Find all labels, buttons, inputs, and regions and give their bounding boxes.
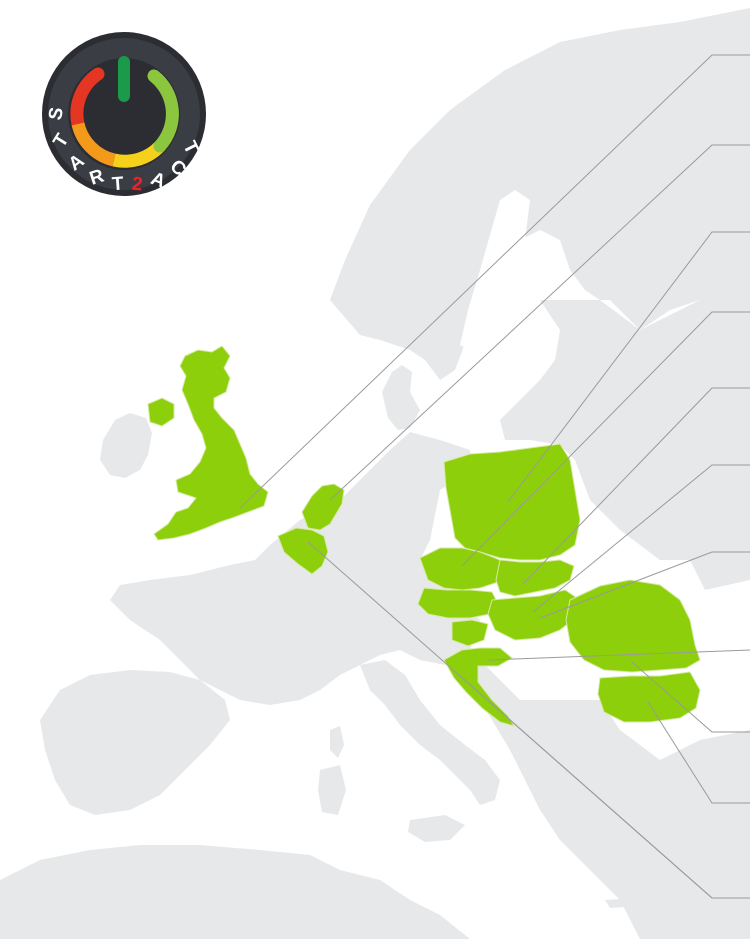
- land-eastern-europe: [500, 300, 750, 590]
- land-anatolia: [655, 770, 750, 939]
- sea-cutouts: [240, 190, 750, 755]
- leader-line-slovakia: [522, 387, 750, 585]
- logo-power-stem: [118, 56, 130, 102]
- land-denmark: [382, 365, 420, 430]
- land-scandinavia: [330, 8, 750, 380]
- country-bulgaria: [597, 671, 701, 723]
- baltic-sea: [420, 330, 535, 440]
- country-austria: [417, 587, 499, 619]
- land-iberia: [40, 670, 230, 815]
- logo-arc-green: [147, 69, 179, 153]
- country-romania: [565, 579, 701, 673]
- land-ireland: [100, 413, 152, 478]
- leader-line-austria: [532, 464, 750, 613]
- highlighted-countries: [147, 345, 701, 727]
- leader-line-slovenia: [487, 649, 750, 661]
- leader-line-hungary: [539, 551, 750, 619]
- leader-line-romania: [631, 661, 750, 733]
- leader-lines: [239, 54, 750, 899]
- land-north-africa: [0, 845, 470, 939]
- logo-arc-orange: [71, 122, 116, 167]
- black-sea: [705, 600, 750, 710]
- land-italy: [360, 660, 500, 805]
- leader-line-bulgaria: [647, 701, 750, 804]
- leader-line-poland: [507, 231, 750, 503]
- logo-digit-2: 2: [131, 174, 144, 196]
- land-corsica: [330, 726, 344, 758]
- logo-letter-t2: T: [111, 173, 124, 195]
- logo-letter-s: S: [45, 106, 68, 122]
- adriatic-sea: [440, 670, 505, 755]
- land-sicily: [408, 815, 465, 842]
- gulf-of-bothnia: [460, 190, 530, 350]
- north-sea: [240, 395, 385, 490]
- logo-letter-r: R: [87, 165, 107, 189]
- country-slovakia: [495, 559, 575, 597]
- country-croatia: [443, 647, 516, 727]
- logo-ring-core: [68, 58, 180, 170]
- country-hungary: [487, 589, 581, 641]
- country-united-kingdom: [153, 345, 269, 541]
- country-belgium: [277, 527, 329, 575]
- country-slovenia: [451, 619, 489, 647]
- leader-line-czech: [461, 311, 750, 567]
- country-northern-ireland: [147, 397, 175, 427]
- logo-arc-red: [70, 67, 105, 131]
- leader-line-croatia: [457, 673, 713, 899]
- land-sardinia: [318, 765, 346, 815]
- land-crete: [605, 897, 655, 908]
- leader-line-netherlands: [329, 144, 750, 501]
- land-central-europe: [110, 432, 480, 705]
- country-poland: [443, 443, 581, 561]
- start2act-logo: S T A R T 2 A C T: [42, 32, 206, 196]
- country-netherlands: [301, 483, 345, 531]
- background-land: [0, 8, 750, 939]
- leader-line-uk: [239, 54, 750, 509]
